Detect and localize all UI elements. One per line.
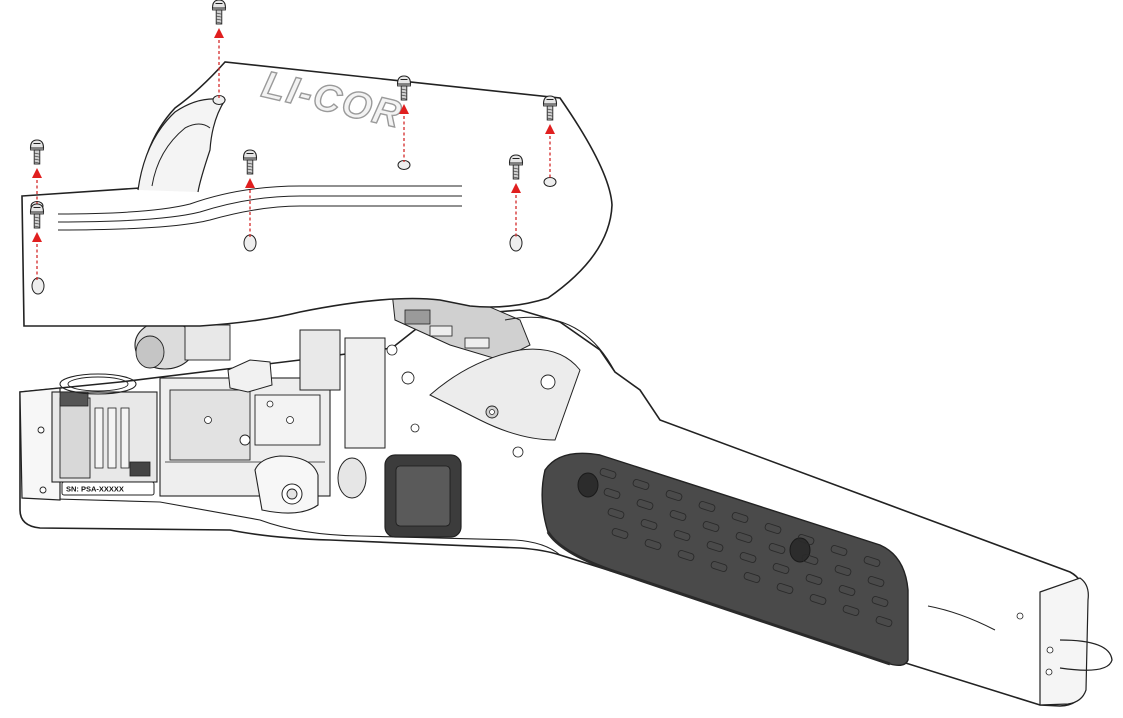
top-cover: LI-COR — [21, 61, 613, 327]
screw-removal-6 — [508, 154, 524, 238]
grip-pad — [607, 508, 625, 519]
up-arrow-icon — [545, 124, 555, 134]
screws-layer — [29, 0, 558, 280]
grip-pad — [739, 552, 757, 563]
grip-pad — [706, 541, 724, 552]
grip-pad — [867, 576, 885, 587]
up-arrow-icon — [399, 104, 409, 114]
serial-plate: SN: PSA-XXXXX — [61, 481, 155, 496]
grip-pad — [801, 554, 819, 565]
screw-removal-2 — [396, 75, 412, 162]
grip-pad — [871, 596, 889, 607]
sensor-module — [51, 373, 158, 483]
grip-pad — [603, 488, 621, 499]
up-arrow-icon — [32, 168, 42, 178]
grip-pad — [863, 556, 881, 567]
grip-pad — [677, 550, 695, 561]
grip-pad — [797, 534, 815, 545]
grip-pad — [764, 523, 782, 534]
grip-pad — [776, 583, 794, 594]
screw-removal-7 — [29, 203, 45, 280]
display-window — [337, 454, 462, 538]
grip-pad — [710, 561, 728, 572]
grip-pad — [809, 594, 827, 605]
grip-pad — [875, 616, 893, 627]
screw-removal-4 — [29, 139, 45, 204]
screw-icon — [211, 0, 227, 25]
grip-pad — [702, 521, 720, 532]
grip-pad — [698, 501, 716, 512]
instrument-base-body: SN: PSA-XXXXX — [19, 291, 1113, 707]
grip-pad — [599, 468, 617, 479]
grip-pad — [772, 563, 790, 574]
grip-pad — [805, 574, 823, 585]
grip-pad — [673, 530, 691, 541]
screw-removal-1 — [211, 0, 227, 98]
grip-pad — [842, 605, 860, 616]
grip-pad — [632, 479, 650, 490]
up-arrow-icon — [32, 232, 42, 242]
base-screw-hole — [39, 486, 47, 494]
base-lower-lip — [21, 497, 561, 556]
cover-grooves — [57, 185, 462, 231]
grip-pad — [830, 545, 848, 556]
handle-grip — [541, 452, 909, 667]
screw-icon — [29, 139, 45, 165]
grip-pad — [768, 543, 786, 554]
base-left-end — [19, 387, 61, 501]
grip-pad — [731, 512, 749, 523]
screw-removal-3 — [542, 95, 558, 180]
central-chassis — [159, 377, 331, 514]
handle-end-cap — [927, 577, 1113, 706]
grip-pad — [834, 565, 852, 576]
up-arrow-icon — [511, 183, 521, 193]
grip-pad — [743, 572, 761, 583]
grip-pad — [640, 519, 658, 530]
serial-number-label: SN: PSA-XXXXX — [66, 485, 124, 494]
base-screw-hole — [37, 426, 45, 434]
grip-pad — [669, 510, 687, 521]
grip-pad — [644, 539, 662, 550]
grip-pad — [838, 585, 856, 596]
trigger-linkage — [429, 316, 616, 458]
upper-mechanism — [227, 329, 420, 449]
grip-pad — [735, 532, 753, 543]
grip-pad — [636, 499, 654, 510]
motor-drum — [134, 320, 231, 370]
up-arrow-icon — [214, 28, 224, 38]
grip-pad — [665, 490, 683, 501]
grip-pad — [611, 528, 629, 539]
up-arrow-icon — [245, 178, 255, 188]
grip-texture — [599, 468, 893, 627]
screw-removal-5 — [242, 149, 258, 238]
